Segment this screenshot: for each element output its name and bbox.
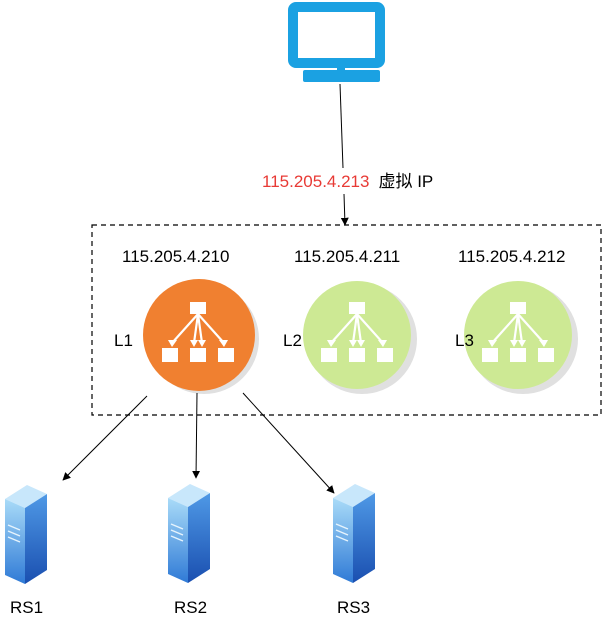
- server-name-rs1: RS1: [10, 598, 44, 617]
- monitor-icon: [288, 2, 385, 82]
- server-name-rs2: RS2: [174, 598, 208, 617]
- virtual-ip-caption: 虚拟 IP: [378, 172, 434, 191]
- l1-to-rs3-arrow: [242, 392, 335, 494]
- balancer-node-l2: [303, 281, 417, 394]
- balancer-name-l2: L2: [283, 331, 302, 350]
- virtual-ip-address: 115.205.4.213: [262, 172, 370, 191]
- l1-to-rs1-arrow: [62, 395, 148, 481]
- server-icon-rs2: [167, 483, 211, 584]
- server-icon-rs3: [332, 483, 376, 584]
- balancer-name-l3: L3: [455, 331, 474, 350]
- vip-to-cluster-arrow: [340, 193, 349, 226]
- balancer-name-l1: L1: [114, 331, 133, 350]
- balancer-node-l1: [143, 279, 259, 394]
- balancer-node-l3: [464, 281, 578, 394]
- server-name-rs3: RS3: [337, 598, 371, 617]
- server-icon-rs1: [4, 484, 48, 585]
- balancer-ip-l3: 115.205.4.212: [458, 247, 566, 266]
- l1-to-rs2-arrow: [192, 392, 201, 479]
- client-to-vip-connector: [339, 83, 344, 169]
- balancer-circle: [143, 279, 255, 391]
- virtual-ip-label: 115.205.4.213 虚拟 IP: [262, 172, 433, 192]
- balancer-circle: [464, 281, 572, 389]
- lb-cluster-boundary: [91, 224, 602, 416]
- balancer-ip-l2: 115.205.4.211: [294, 247, 401, 266]
- balancer-ip-l1: 115.205.4.210: [122, 247, 230, 266]
- balancer-circle: [303, 281, 411, 389]
